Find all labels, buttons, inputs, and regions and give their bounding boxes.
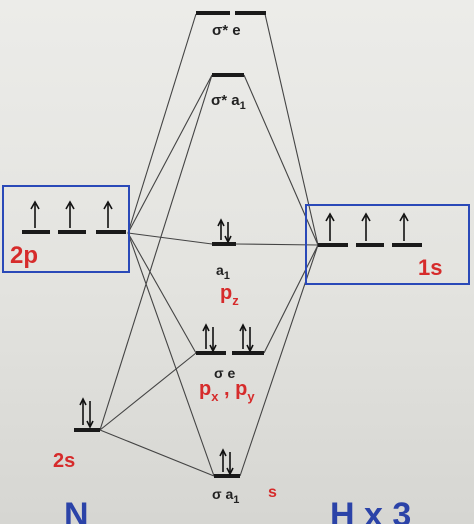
- paired-arrows-icon: [219, 448, 234, 476]
- label-px-py: px , py: [199, 378, 255, 404]
- bottom-caption-left: N: [64, 498, 89, 524]
- up-arrow-icon: [325, 212, 335, 241]
- up-arrow-icon: [65, 200, 75, 228]
- bottom-caption: N H x 3: [0, 498, 474, 524]
- paired-arrows-icon: [202, 323, 217, 353]
- mo-levels: [196, 11, 266, 478]
- paired-arrows-icon: [79, 397, 94, 429]
- label-sigma-star-e: σ* e: [212, 22, 241, 39]
- correlation-lines: [99, 13, 319, 477]
- label-sigma-a1: σ a1: [212, 486, 240, 506]
- up-arrow-icon: [30, 200, 40, 228]
- left-2p-box: [2, 185, 130, 273]
- label-2s: 2s: [53, 450, 76, 472]
- label-s: s: [268, 484, 277, 501]
- right-1s-box: [305, 204, 470, 285]
- label-a1-nb: a1: [216, 262, 230, 282]
- label-sigma-star-a1: σ* a1: [211, 92, 246, 112]
- electron-arrows: [30, 200, 409, 476]
- label-1s: 1s: [418, 255, 443, 280]
- up-arrow-icon: [103, 200, 113, 228]
- up-arrow-icon: [361, 212, 371, 241]
- label-2p: 2p: [10, 242, 39, 269]
- up-arrow-icon: [399, 212, 409, 241]
- paired-arrows-icon: [239, 323, 254, 353]
- paired-arrows-icon: [217, 218, 232, 244]
- label-sigma-e: σ e: [214, 365, 236, 381]
- bottom-caption-right: H x 3: [330, 498, 412, 524]
- label-pz: pz: [220, 282, 239, 308]
- left-atom-levels: [22, 230, 126, 432]
